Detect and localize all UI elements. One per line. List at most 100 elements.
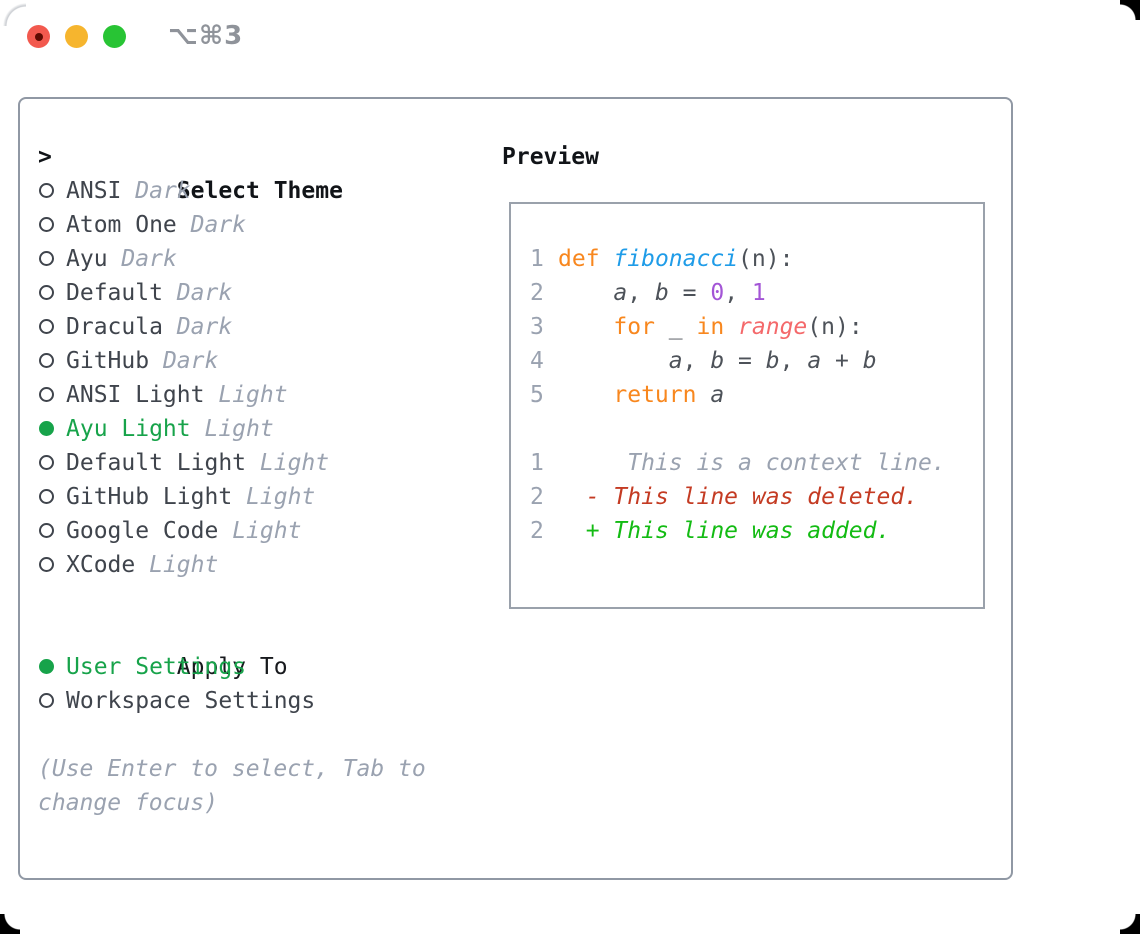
item-label: Ayu	[66, 246, 108, 272]
line-number: 5	[530, 382, 544, 408]
close-button-icon[interactable]	[27, 25, 50, 48]
code-token: for	[613, 314, 655, 340]
item-variant-tag: Dark	[190, 212, 247, 238]
window-corner	[0, 914, 20, 934]
item-variant-tag: Light	[218, 382, 288, 408]
code-token: b	[654, 280, 669, 306]
code-token: ,	[724, 280, 752, 306]
item-variant-tag: Dark	[121, 246, 177, 272]
code-line: 4 a, b = b, a + b	[511, 344, 983, 378]
code-token: (n):	[807, 314, 863, 340]
item-variant-tag: Dark	[176, 280, 233, 306]
code-token: return	[613, 382, 697, 408]
apply-to-header: Apply To	[38, 616, 426, 680]
line-number: 2	[530, 484, 544, 510]
hint-line-2: change focus)	[38, 790, 219, 816]
list-item[interactable]: Default Dark	[38, 276, 426, 310]
item-label: GitHub Light	[66, 484, 233, 510]
window-corner	[1120, 914, 1140, 934]
code-token: b	[862, 348, 877, 374]
item-variant-tag: Dark	[162, 348, 219, 374]
line-number: 2	[530, 518, 544, 544]
list-item[interactable]: GitHub Dark	[38, 344, 426, 378]
item-variant-tag: Light	[149, 552, 219, 578]
code-token	[558, 382, 613, 408]
code-token: ,	[627, 280, 655, 306]
code-token: ,	[779, 348, 808, 374]
code-token: a	[668, 348, 683, 374]
item-label: ANSI Light	[66, 382, 205, 408]
select-theme-header: >Select Theme	[38, 140, 426, 204]
code-token	[724, 314, 738, 340]
radio-unselected-icon	[39, 217, 54, 232]
code-token	[558, 280, 613, 306]
code-token: b	[710, 348, 725, 374]
code-token	[558, 314, 613, 340]
hint-line-1: (Use Enter to select, Tab to	[38, 756, 426, 782]
item-label: Atom One	[66, 212, 177, 238]
line-number: 3	[530, 314, 544, 340]
item-variant-tag: Light	[246, 484, 316, 510]
code-token: b	[765, 348, 780, 374]
spacer	[38, 582, 426, 616]
radio-unselected-icon	[39, 455, 54, 470]
radio-selected-icon	[39, 659, 54, 674]
code-token: (n):	[738, 246, 794, 272]
list-item[interactable]: Ayu Dark	[38, 242, 426, 276]
code-line	[511, 412, 983, 446]
spacer	[38, 718, 426, 752]
minimize-button-icon[interactable]	[65, 25, 88, 48]
code-token: in	[696, 314, 725, 340]
radio-unselected-icon	[39, 489, 54, 504]
radio-unselected-icon	[39, 319, 54, 334]
code-line: 2 - This line was deleted.	[511, 480, 983, 514]
select-theme-label: Select Theme	[176, 178, 343, 204]
radio-unselected-icon	[39, 285, 54, 300]
list-item[interactable]: User Settings	[38, 650, 426, 684]
list-item[interactable]: Default Light Light	[38, 446, 426, 480]
code-line: 1 This is a context line.	[511, 446, 983, 480]
code-token: ,	[682, 348, 711, 374]
code-token: _	[654, 314, 697, 340]
code-token: range	[738, 314, 808, 340]
code-token: + This line was added.	[585, 518, 891, 544]
item-label: Google Code	[66, 518, 219, 544]
titlebar: ⌥⌘3	[0, 0, 1140, 75]
item-variant-tag: Dark	[176, 314, 233, 340]
code-token: =	[724, 348, 766, 374]
item-label: Ayu Light	[66, 416, 191, 442]
list-item[interactable]: ANSI Dark	[38, 174, 426, 208]
list-item[interactable]: Google Code Light	[38, 514, 426, 548]
code-token: fibonacci	[613, 246, 739, 272]
line-number: 2	[530, 280, 544, 306]
item-label: GitHub	[66, 348, 150, 374]
code-token	[558, 484, 586, 510]
radio-unselected-icon	[39, 523, 54, 538]
apply-to-label: Apply To	[176, 654, 288, 680]
item-label: Workspace Settings	[66, 688, 316, 714]
radio-unselected-icon	[39, 557, 54, 572]
radio-unselected-icon	[39, 693, 54, 708]
line-number: 4	[530, 348, 544, 374]
list-item[interactable]: XCode Light	[38, 548, 426, 582]
list-item[interactable]: Workspace Settings	[38, 684, 426, 718]
code-token: a	[613, 280, 628, 306]
code-token	[558, 348, 669, 374]
radio-unselected-icon	[39, 387, 54, 402]
list-item[interactable]: GitHub Light Light	[38, 480, 426, 514]
item-variant-tag: Light	[204, 416, 274, 442]
window-title: ⌥⌘3	[168, 21, 244, 51]
line-number: 1	[530, 450, 544, 476]
item-label: Default	[66, 280, 163, 306]
code-token: a	[710, 382, 725, 408]
list-item[interactable]: Atom One Dark	[38, 208, 426, 242]
zoom-button-icon[interactable]	[103, 25, 126, 48]
code-token: =	[668, 280, 711, 306]
code-token: 0	[710, 280, 725, 306]
code-token: 1	[751, 280, 766, 306]
list-item[interactable]: Ayu Light Light	[38, 412, 426, 446]
list-item[interactable]: Dracula Dark	[38, 310, 426, 344]
list-item[interactable]: ANSI Light Light	[38, 378, 426, 412]
